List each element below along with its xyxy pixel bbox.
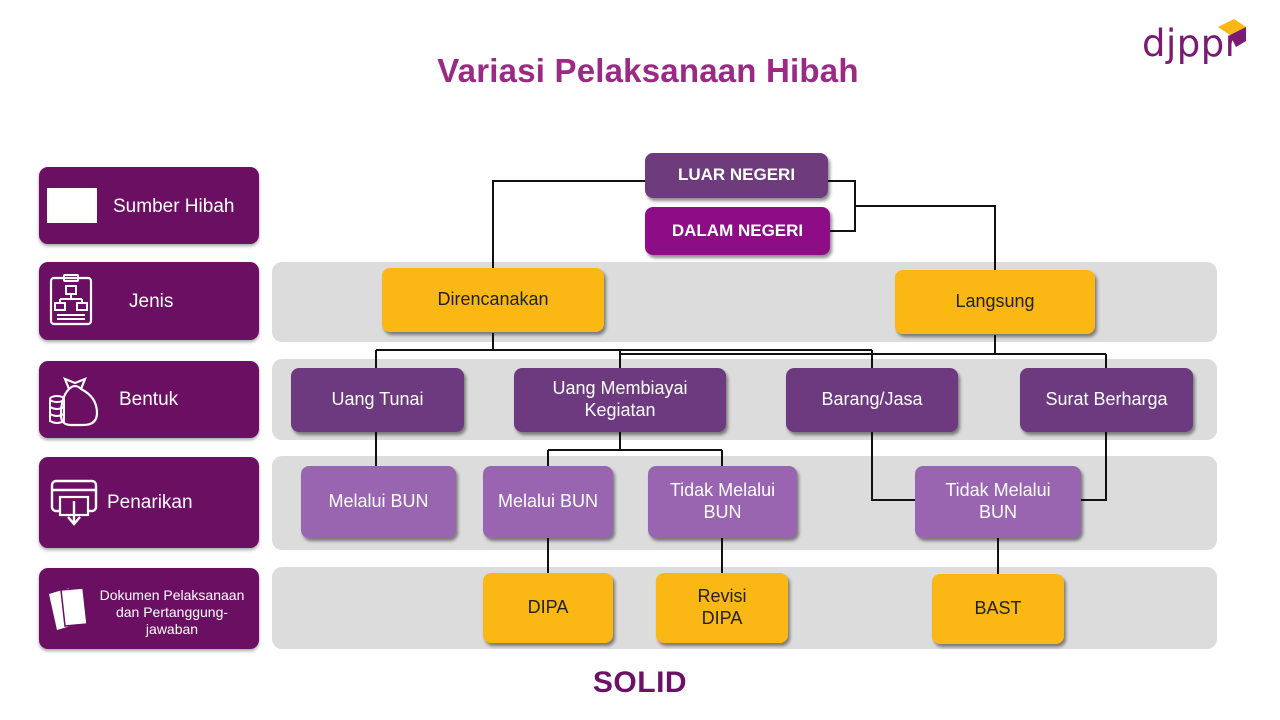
node-dipa: DIPA	[483, 573, 613, 643]
node-surat-berharga: Surat Berharga	[1020, 368, 1193, 432]
node-tidak-melalui-bun-1: Tidak Melalui BUN	[648, 466, 797, 538]
org-chart-icon	[49, 274, 93, 326]
node-bast: BAST	[932, 574, 1064, 644]
row-label-text: Dokumen Pelaksanaan dan Pertanggung-jawa…	[99, 587, 245, 637]
row-label-text: Sumber Hibah	[113, 196, 235, 217]
row-label-jenis: Jenis	[39, 262, 259, 340]
row-label-bentuk: Bentuk	[39, 361, 259, 438]
blank-rectangle-icon	[47, 188, 97, 223]
row-label-text: Jenis	[129, 291, 174, 312]
djppr-logo-mark-icon	[1218, 19, 1246, 47]
node-dalam-negeri: DALAM NEGERI	[645, 207, 830, 255]
money-bag-coins-icon	[49, 377, 99, 427]
row-label-penarikan: Penarikan	[39, 457, 259, 548]
node-melalui-bun-2: Melalui BUN	[483, 466, 613, 538]
node-uang-tunai: Uang Tunai	[291, 368, 464, 432]
documents-icon	[49, 587, 88, 630]
node-direncanakan: Direncanakan	[382, 268, 604, 332]
page-title: Variasi Pelaksanaan Hibah	[437, 52, 859, 89]
card-withdraw-icon	[50, 479, 98, 526]
solid-logo: SOLID	[592, 666, 688, 699]
row-label-text: Penarikan	[107, 492, 193, 513]
node-melalui-bun-1: Melalui BUN	[301, 466, 456, 538]
node-tidak-melalui-bun-2: Tidak Melalui BUN	[915, 466, 1081, 538]
row-label-sumber-hibah: Sumber Hibah	[39, 167, 259, 244]
node-uang-membiayai-kegiatan: Uang Membiayai Kegiatan	[514, 368, 726, 432]
node-luar-negeri: LUAR NEGERI	[645, 153, 828, 198]
node-barang-jasa: Barang/Jasa	[786, 368, 958, 432]
row-label-text: Bentuk	[119, 389, 179, 410]
row-label-dokumen: Dokumen Pelaksanaan dan Pertanggung-jawa…	[39, 568, 259, 649]
node-revisi-dipa: Revisi DIPA	[656, 573, 788, 643]
node-langsung: Langsung	[895, 270, 1095, 334]
